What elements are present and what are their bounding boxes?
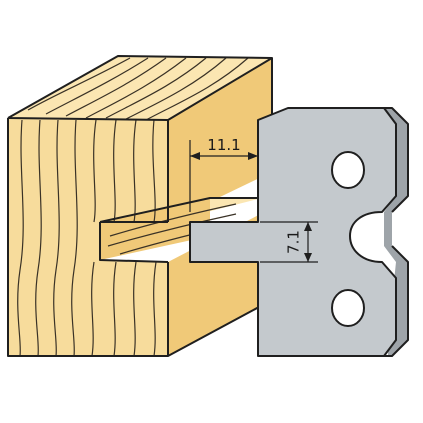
groove-back-face — [100, 198, 210, 260]
wood-right-face-upper — [168, 58, 272, 222]
wood-front-face — [8, 118, 168, 356]
wood-grain-top — [27, 57, 249, 121]
arrow-top — [304, 222, 312, 231]
upper-hole — [331, 151, 365, 189]
dimension-width: 11.1 — [189, 120, 259, 212]
wood-top-face — [8, 56, 272, 120]
arrow-right — [248, 152, 258, 160]
dimension-label-depth: 7.1 — [285, 230, 303, 254]
wood-block — [7, 55, 273, 357]
arrow-left — [190, 152, 200, 160]
arrow-bottom — [304, 253, 312, 262]
dimension-depth: 7.1 — [260, 221, 318, 263]
dimension-label-width: 11.1 — [207, 136, 240, 154]
cutter-knife — [189, 107, 409, 357]
knife-outline — [189, 107, 397, 357]
knife-holes — [331, 151, 365, 327]
knife-side-outline — [384, 107, 409, 357]
lower-hole — [331, 289, 365, 327]
